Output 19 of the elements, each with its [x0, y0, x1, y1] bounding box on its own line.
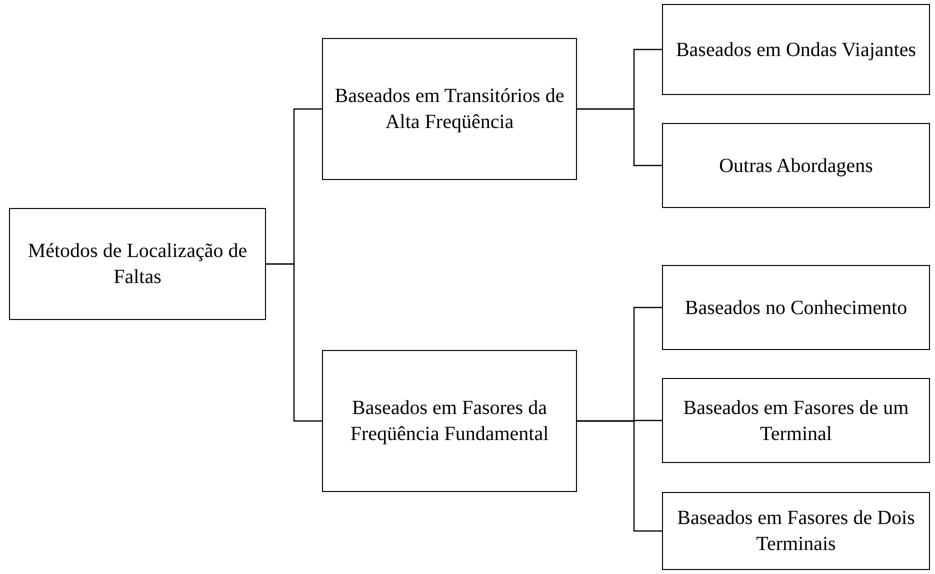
connector-line	[577, 108, 662, 166]
connector-line	[577, 420, 662, 532]
category-box	[322, 38, 577, 180]
box-label: Baseados em Fasores da Freqüência Fundamental	[349, 396, 550, 447]
box-label: Métodos de Localização de Faltas	[26, 239, 248, 290]
box-label: Baseados em Fasores de um Terminal	[682, 396, 910, 446]
box-label: Baseados em Transitórios de Alta Freqüência	[334, 84, 566, 135]
category-box	[662, 378, 930, 463]
box-label: Baseados em Fasores de Dois Terminais	[676, 506, 916, 557]
category-box	[322, 350, 577, 492]
box-label: Outras Abordagens	[719, 154, 873, 178]
category-box	[662, 492, 930, 570]
category-box	[9, 208, 266, 320]
category-box	[662, 265, 930, 350]
box-label: Baseados no Conhecimento	[684, 296, 908, 320]
box-label: Baseados em Ondas Viajantes	[676, 38, 916, 62]
category-box	[662, 4, 930, 95]
category-box	[662, 123, 930, 208]
connector-line	[266, 263, 322, 422]
